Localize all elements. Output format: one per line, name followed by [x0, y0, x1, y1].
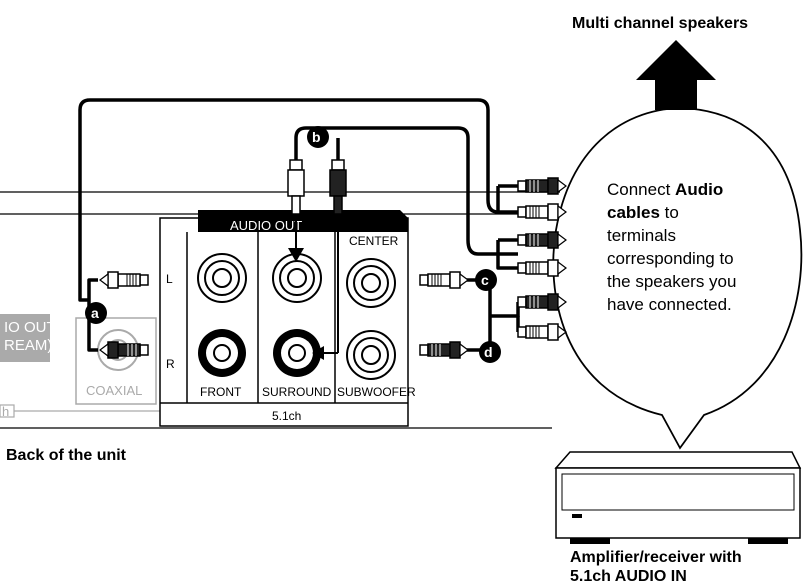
partial-side-label: h — [2, 404, 9, 419]
badge-d: d — [479, 341, 501, 363]
callout-text: Connect Audio cables to terminals corres… — [607, 180, 736, 314]
badge-b: b — [307, 126, 329, 148]
digital-out-label-1: IO OUT — [4, 319, 56, 336]
surround-label: SURROUND — [262, 385, 332, 399]
callout-line-6: have connected. — [607, 295, 732, 314]
digital-out-label-bg — [0, 314, 50, 362]
center-label: CENTER — [349, 234, 399, 248]
multi-channel-label: Multi channel speakers — [572, 15, 748, 32]
badge-c: c — [475, 269, 497, 291]
audio-out-title: AUDIO OUT — [230, 218, 302, 233]
group-label: 5.1ch — [272, 409, 301, 423]
callout-line-4: corresponding to — [607, 249, 734, 268]
rca-plug-icon — [329, 169, 347, 197]
amplifier-label-2: 5.1ch AUDIO IN — [570, 568, 687, 585]
surround-plugs — [287, 159, 347, 360]
audio-out-panel: AUDIO OUT L R FRONT SURROUND CENTER SUBW… — [159, 210, 416, 427]
badge-c-text: c — [481, 272, 489, 288]
callout-line-5: the speakers you — [607, 272, 736, 291]
rca-plug-icon — [287, 169, 305, 197]
badge-d-text: d — [484, 344, 493, 360]
subwoofer-label: SUBWOOFER — [337, 385, 416, 399]
back-of-unit-label: Back of the unit — [6, 447, 127, 464]
callout-line-1: Connect Audio — [607, 180, 723, 199]
coaxial-terminal: IO OUT REAM) COAXIAL h — [0, 314, 165, 419]
amplifier-label-1: Amplifier/receiver with — [570, 549, 742, 566]
left-channel-label: L — [166, 272, 173, 286]
badge-b-text: b — [312, 129, 321, 145]
front-label: FRONT — [200, 385, 242, 399]
badge-a-text: a — [91, 305, 99, 321]
callout-line-3: terminals — [607, 226, 676, 245]
badge-a: a — [85, 302, 107, 324]
arrow-up-icon — [636, 40, 716, 110]
coaxial-label: COAXIAL — [86, 383, 142, 398]
right-channel-label: R — [166, 357, 175, 371]
digital-out-label-2: REAM) — [4, 337, 52, 354]
callout-line-2: cables to — [607, 203, 679, 222]
amplifier-icon — [554, 451, 802, 544]
